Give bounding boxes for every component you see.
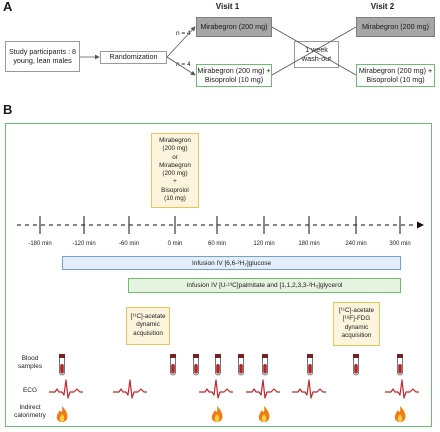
row-label-blood: Blood samples	[12, 355, 48, 371]
acetate-left-line: acquisition	[133, 329, 163, 337]
flame-icon	[394, 406, 406, 422]
visit1-mirabegron-text: Mirabegron (200 mg)	[200, 21, 268, 31]
arrow-randomization-top	[166, 26, 196, 58]
drug-line: (10 mg)	[164, 195, 186, 203]
drug-line: Mirabegron	[159, 137, 191, 144]
acetate-left-box: [¹¹C]-acetate dynamic acquisition	[126, 307, 170, 345]
ecg-trace-icon	[246, 379, 280, 399]
participants-box: Study participants : 8 young, lean males	[5, 41, 80, 72]
infusion-glucose-label: Infusion IV [6,6-²H₂]glucose	[191, 259, 272, 267]
visit2-title: Visit 2	[370, 2, 395, 11]
panel-b-label: B	[3, 102, 13, 117]
row-label-calorimetry: Indirect calorimetry	[8, 404, 52, 420]
flame-icon	[258, 406, 270, 422]
visit1-combo-box: Mirabegron (200 mg) + Bisoprolol (10 mg)	[196, 64, 272, 87]
panel-a-label: A	[3, 0, 13, 14]
blood-tube-icon	[215, 354, 221, 376]
visit1-mirabegron-box: Mirabegron (200 mg)	[196, 17, 272, 37]
blood-tube-icon	[238, 354, 244, 376]
blood-tube-icon	[193, 354, 199, 376]
acetate-right-line: [¹¹C]-acetate	[339, 307, 374, 314]
n-bottom-label: n = 4	[176, 61, 191, 68]
row-label-blood-line: samples	[17, 363, 43, 370]
visit2-mirabegron-text: Mirabegron (200 mg)	[361, 21, 430, 31]
ecg-trace-icon	[113, 379, 147, 399]
tick-label: -180 min	[28, 241, 52, 247]
blood-tube-icon	[262, 354, 268, 376]
drug-line: Mirabegron	[159, 161, 191, 169]
visit2-combo-line1: Mirabegron (200 mg) +	[358, 66, 433, 76]
ecg-trace-icon	[292, 379, 326, 399]
panel-b-frame	[5, 123, 432, 427]
participants-text: Study participants : 8 young, lean males	[8, 47, 77, 65]
infusion-palmitate-bar: Infusion IV [U-¹³C]palmitate and [1,1,2,…	[128, 278, 401, 293]
visit2-combo-box: Mirabegron (200 mg) + Bisoprolol (10 mg)	[356, 64, 435, 87]
tick-label: -60 min	[118, 241, 140, 247]
randomization-box: Randomization	[100, 51, 167, 64]
ecg-trace-icon	[385, 379, 419, 399]
acetate-right-line: acquisition	[341, 332, 372, 340]
blood-tube-icon	[170, 354, 176, 376]
row-label-ecg: ECG	[22, 387, 38, 394]
tick-label: 120 min	[253, 241, 275, 247]
infusion-glucose-bar: Infusion IV [6,6-²H₂]glucose	[62, 256, 401, 270]
flame-icon	[211, 406, 223, 422]
infusion-palmitate-label: Infusion IV [U-¹³C]palmitate and [1,1,2,…	[186, 282, 343, 289]
drug-line: or	[172, 153, 178, 161]
acetate-right-box: [¹¹C]-acetate [¹⁸F]-FDG dynamic acquisit…	[333, 302, 380, 346]
flame-icon	[56, 406, 68, 422]
drug-line: (200 mg)	[162, 145, 188, 153]
tick-label: 300 min	[389, 241, 411, 247]
visit2-combo-line2: Bisoprolol (10 mg)	[366, 74, 425, 84]
acetate-left-line: [¹¹C]-acetate	[130, 313, 166, 320]
ecg-trace-icon	[199, 379, 233, 399]
tick-label: -120 min	[72, 241, 96, 247]
blood-tube-icon	[307, 354, 313, 376]
acetate-right-line: [¹⁸F]-FDG	[342, 315, 371, 323]
visit1-combo-line1: Mirabegron (200 mg) +	[197, 66, 271, 76]
row-label-blood-line: Blood	[21, 355, 39, 362]
drug-box: Mirabegron (200 mg) or Mirabegron (200 m…	[151, 133, 199, 208]
visit1-combo-line2: Bisoprolol (10 mg)	[204, 74, 264, 84]
tick-label: 0 min	[167, 241, 183, 247]
drug-line: +	[173, 178, 177, 186]
washout-line2: wash-out	[301, 53, 332, 63]
blood-tube-icon	[397, 354, 403, 376]
ecg-trace-icon	[49, 379, 83, 399]
cross-line-2	[271, 26, 357, 76]
panel-a-connectors	[80, 26, 357, 76]
tick-label: 60 min	[207, 241, 227, 247]
acetate-right-line: dynamic	[344, 323, 369, 331]
randomization-text: Randomization	[109, 52, 158, 62]
row-label-calorimetry-line: calorimetry	[14, 412, 46, 419]
drug-line: (200 mg)	[162, 170, 188, 178]
visit1-title: Visit 1	[215, 2, 240, 11]
n-top-label: n = 4	[176, 30, 191, 37]
tick-label: 240 min	[345, 241, 367, 247]
row-label-calorimetry-line: Indirect	[19, 404, 41, 411]
blood-tube-icon	[59, 354, 65, 376]
tick-label: 180 min	[298, 241, 320, 247]
blood-tube-icon	[353, 354, 359, 376]
acetate-left-line: dynamic	[136, 321, 160, 329]
arrow-randomization-bottom	[166, 56, 196, 76]
drug-line: Bisoprolol	[161, 186, 189, 194]
visit2-mirabegron-box: Mirabegron (200 mg)	[356, 17, 435, 37]
